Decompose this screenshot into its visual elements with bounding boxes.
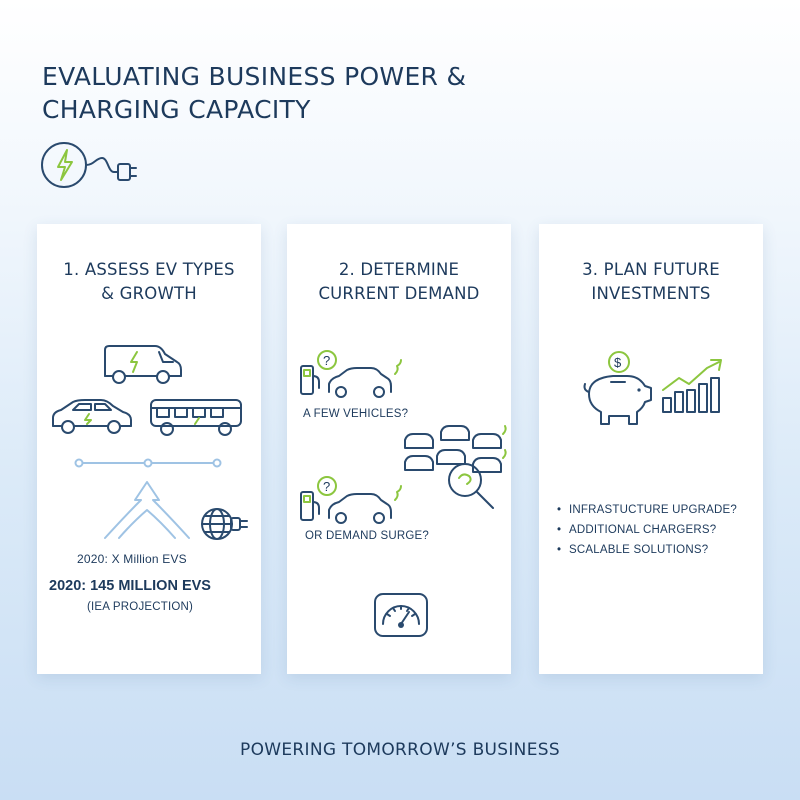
card-title: 1. ASSESS EV TYPES & GROWTH: [63, 260, 235, 303]
list-item: ADDITIONAL CHARGERS?: [557, 520, 737, 540]
charger-surge-icon: ?: [300, 476, 402, 524]
car-cluster-icon: [404, 425, 507, 509]
gauge-icon: [374, 593, 428, 637]
ev-van-icon: [104, 345, 182, 384]
charger-question-icon: ?: [300, 350, 402, 398]
card-title: 2. DETERMINE CURRENT DEMAND: [318, 260, 480, 303]
charging-plug-icon: [41, 142, 137, 188]
ev-bus-icon: [150, 399, 242, 436]
card-assess-ev-types: 1. ASSESS EV TYPES & GROWTH: [37, 224, 261, 674]
svg-text:?: ?: [323, 479, 330, 494]
growth-arrow-icon: [104, 481, 190, 539]
page-title: EVALUATING BUSINESS POWER & CHARGING CAP…: [42, 62, 467, 124]
list-item: SCALABLE SOLUTIONS?: [557, 540, 737, 560]
investment-bullets: INFRASTUCTURE UPGRADE? ADDITIONAL CHARGE…: [557, 500, 737, 560]
svg-text:$: $: [614, 355, 622, 370]
svg-text:?: ?: [323, 353, 330, 368]
timeline-icon: [74, 458, 222, 468]
card-determine-demand: 2. DETERMINE CURRENT DEMAND ? A FEW VEHI…: [287, 224, 511, 674]
stat-note: (IEA PROJECTION): [87, 601, 194, 613]
list-item: INFRASTUCTURE UPGRADE?: [557, 500, 737, 520]
label-few-vehicles: A FEW VEHICLES?: [303, 408, 409, 420]
footer-tagline: POWERING TOMORROW’S BUSINESS: [240, 740, 560, 760]
label-demand-surge: OR DEMAND SURGE?: [305, 530, 429, 542]
card-plan-investments: 3. PLAN FUTURE INVESTMENTS $ INFRASTUCTU…: [539, 224, 763, 674]
globe-plug-icon: [201, 508, 248, 540]
stat-big: 2020: 145 MILLION EVS: [49, 578, 211, 594]
ev-car-icon: [52, 399, 132, 434]
card-title: 3. PLAN FUTURE INVESTMENTS: [582, 260, 720, 303]
stat-small: 2020: X Million EVS: [77, 552, 187, 566]
growth-chart-icon: [662, 359, 722, 413]
piggy-bank-icon: $: [583, 351, 652, 425]
